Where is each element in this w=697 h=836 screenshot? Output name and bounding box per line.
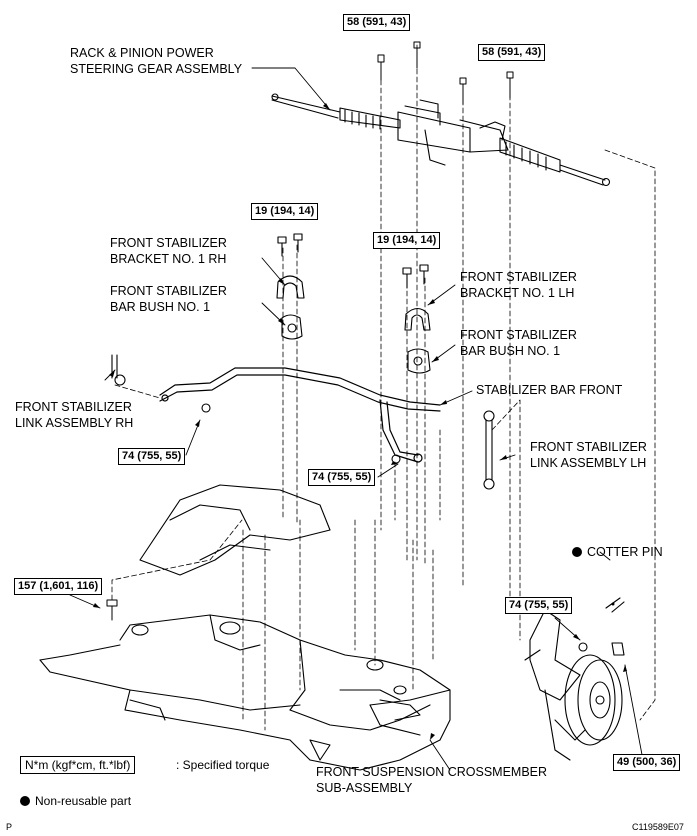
- label-link-lh-line1: FRONT STABILIZER: [530, 440, 647, 454]
- torque-label-bracket-rh: 19 (194, 14): [251, 203, 319, 220]
- corner-code-right: C119589E07: [632, 822, 684, 832]
- label-bush-rh-line1: FRONT STABILIZER: [110, 284, 227, 298]
- label-bracket-lh-line2: BRACKET NO. 1 LH: [460, 286, 575, 300]
- arrowheads: [93, 103, 627, 740]
- label-bush-rh-line2: BAR BUSH NO. 1: [110, 300, 211, 314]
- legend-nonreusable-text: Non-reusable part: [35, 794, 132, 808]
- label-bracket-rh-line2: BRACKET NO. 1 RH: [110, 252, 227, 266]
- stabilizer-links: [111, 354, 495, 490]
- stabilizer-brackets: [276, 233, 431, 374]
- rack-bolts: [377, 41, 514, 105]
- label-stabilizer-bar: STABILIZER BAR FRONT: [476, 383, 623, 397]
- torque-label-tie-rod-nut: 74 (755, 55): [505, 597, 573, 614]
- label-bush-lh-line2: BAR BUSH NO. 1: [460, 344, 561, 358]
- legend-dot-icon: [20, 796, 30, 806]
- crossmember-bolt: [106, 599, 118, 621]
- label-rack-pinion-line1: RACK & PINION POWER: [70, 46, 214, 60]
- crossmember: [39, 484, 451, 771]
- steering-rack: [271, 93, 611, 187]
- label-rack-pinion-line2: STEERING GEAR ASSEMBLY: [70, 62, 243, 76]
- cotter-pin-text: COTTER PIN: [587, 545, 663, 559]
- torque-label-link-lh: 74 (755, 55): [308, 469, 376, 486]
- label-link-lh-line2: LINK ASSEMBLY LH: [530, 456, 647, 470]
- torque-label-knuckle-nut: 49 (500, 36): [613, 754, 681, 771]
- torque-label-rack-right: 58 (591, 43): [478, 44, 546, 61]
- torque-label-bracket-lh: 19 (194, 14): [373, 232, 441, 249]
- label-bush-lh-line1: FRONT STABILIZER: [460, 328, 577, 342]
- alignment-lines: [111, 44, 656, 731]
- label-link-rh-line1: FRONT STABILIZER: [15, 400, 132, 414]
- label-link-rh-line2: LINK ASSEMBLY RH: [15, 416, 134, 430]
- label-bracket-rh-line1: FRONT STABILIZER: [110, 236, 227, 250]
- legend-torque-desc: : Specified torque: [176, 758, 270, 772]
- legend-nonreusable: Non-reusable part: [20, 794, 131, 808]
- torque-label-link-rh: 74 (755, 55): [118, 448, 186, 465]
- corner-code-left: P: [6, 822, 13, 832]
- leader-lines: [69, 67, 644, 771]
- torque-label-rack-left: 58 (591, 43): [343, 14, 411, 31]
- label-cotter-pin: COTTER PIN: [572, 545, 663, 560]
- steering-knuckle: [524, 597, 625, 761]
- label-bracket-lh-line1: FRONT STABILIZER: [460, 270, 577, 284]
- torque-label-crossmember-bolt: 157 (1,601, 116): [14, 578, 103, 595]
- stabilizer-bar: [159, 367, 441, 463]
- nonreusable-dot-icon: [572, 547, 582, 557]
- legend-torque-unit: N*m (kgf*cm, ft.*lbf): [20, 756, 136, 774]
- label-crossmember-line1: FRONT SUSPENSION CROSSMEMBER: [316, 765, 548, 779]
- label-crossmember-line2: SUB-ASSEMBLY: [316, 781, 413, 795]
